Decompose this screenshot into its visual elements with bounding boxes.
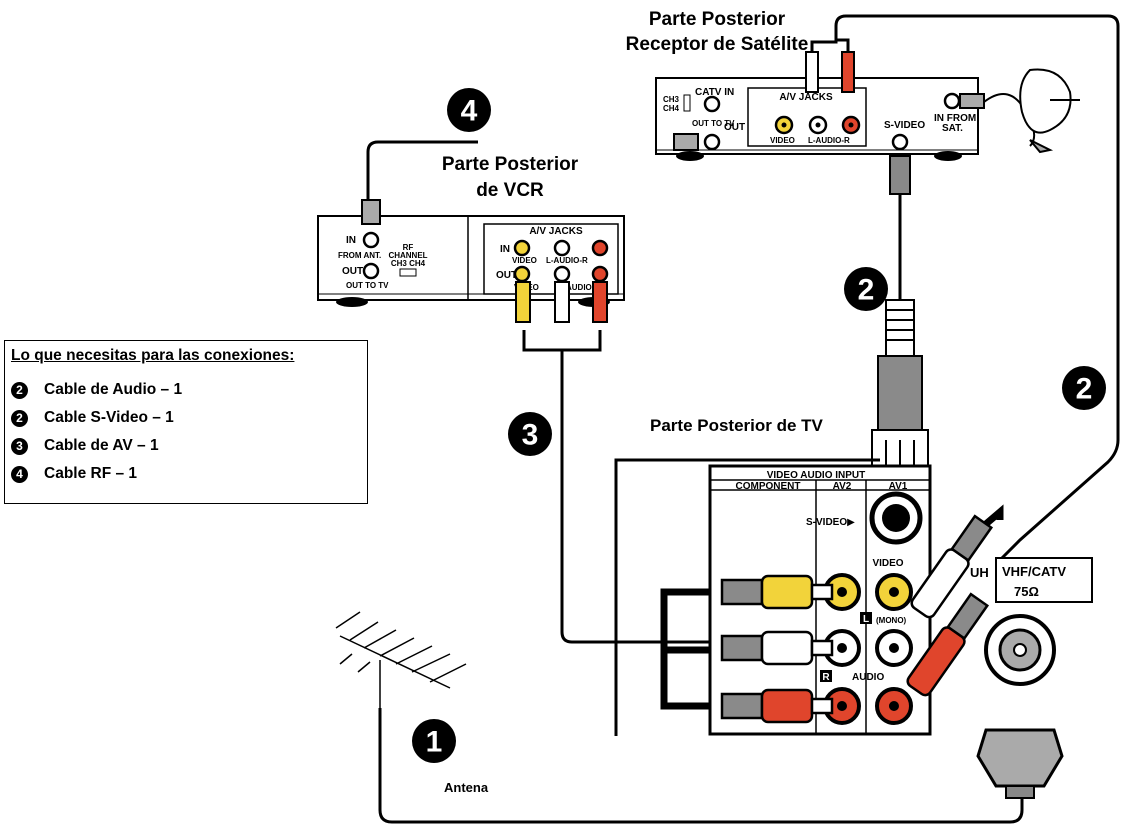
audio-cable-line — [810, 14, 1120, 562]
tv-mono-label: (MONO) — [876, 616, 907, 625]
sat-channel-switch[interactable] — [683, 94, 691, 112]
vcr-device: IN FROM ANT. OUT OUT TO TV RF CHANNEL CH… — [317, 199, 625, 323]
satellite-receiver: CH3 CH4 CATV IN OUT TO TV A/V JACKS OUT … — [655, 51, 985, 195]
vcr-ch3-ch4-label: CH3 CH4 — [391, 259, 426, 268]
sat-ch3-label: CH3 — [663, 95, 680, 104]
rf-cable-vcr-satellite — [366, 140, 478, 210]
legend-item-number: 2 — [11, 409, 28, 427]
svg-text:4: 4 — [461, 95, 478, 128]
tv-uh-label: UH — [970, 565, 989, 580]
legend-item-label: Cable de AV – 1 — [44, 437, 159, 454]
antenna-icon — [335, 611, 467, 720]
satellite-dish-icon — [983, 68, 1080, 154]
vcr-out-to-tv-jack[interactable] — [362, 262, 380, 280]
svg-text:2: 2 — [858, 274, 875, 307]
vcr-in-label: IN — [346, 235, 356, 246]
tv-ohm-label: 75Ω — [1014, 584, 1039, 599]
legend-item-number: 2 — [11, 381, 28, 399]
sat-sat-label: SAT. — [942, 123, 963, 134]
legend-item-label: Cable S-Video – 1 — [44, 409, 174, 426]
legend-item: 3 Cable de AV – 1 — [11, 437, 159, 455]
antenna-rf-cable — [378, 708, 1024, 824]
tv-audio-label: AUDIO — [852, 672, 884, 683]
sat-out-to-tv-label: OUT TO TV — [692, 119, 735, 128]
tv-title: Parte Posterior de TV — [650, 416, 824, 435]
legend-item-label: Cable de Audio – 1 — [44, 381, 183, 398]
vcr-out-label: OUT — [342, 266, 363, 277]
tv-s-video-label: S-VIDEO▶ — [806, 517, 855, 528]
sat-s-video-label: S-VIDEO — [884, 120, 925, 131]
badge-3: 3 — [508, 412, 552, 456]
legend-title: Lo que necesitas para las conexiones: — [11, 347, 295, 364]
svg-text:1: 1 — [426, 726, 443, 759]
sat-video-label: VIDEO — [770, 136, 795, 145]
av-cable-line — [522, 330, 760, 644]
sat-title-line2: Receptor de Satélite — [626, 34, 809, 55]
tv-av1-label: AV1 — [889, 481, 908, 492]
tv-video-audio-input-label: VIDEO AUDIO INPUT — [767, 470, 866, 481]
vcr-from-ant-label: FROM ANT. — [338, 251, 381, 260]
sat-in-from-label: IN FROM — [934, 113, 976, 124]
legend-item: 4 Cable RF – 1 — [11, 465, 137, 483]
legend-item: 2 Cable S-Video – 1 — [11, 409, 174, 427]
legend-item-number: 3 — [11, 437, 28, 455]
vcr-video-label: VIDEO — [512, 256, 537, 265]
vcr-l-audio-r-label: L-AUDIO-R — [546, 256, 588, 265]
vcr-rf-label: RF — [403, 243, 414, 252]
svg-text:2: 2 — [1076, 373, 1093, 406]
vcr-audio-r-out-jack[interactable] — [591, 265, 609, 283]
sat-catv-in-jack[interactable] — [703, 95, 721, 113]
badge-4: 4 — [447, 88, 491, 132]
vcr-audio-l-in-jack[interactable] — [553, 239, 571, 257]
sat-catv-in-label: CATV IN — [695, 87, 734, 98]
vcr-title-line1: Parte Posterior — [442, 154, 579, 175]
cables — [366, 14, 1120, 824]
legend-item-number: 4 — [11, 465, 28, 483]
sat-s-video-jack[interactable] — [891, 133, 909, 151]
tv-av2-label: AV2 — [833, 481, 852, 492]
tv-video-label: VIDEO — [872, 558, 903, 569]
vcr-video-in-jack[interactable] — [513, 239, 531, 257]
vcr-in2-label: IN — [500, 244, 510, 255]
legend-item-label: Cable RF – 1 — [44, 465, 138, 482]
vcr-audio-r-in-jack[interactable] — [591, 239, 609, 257]
badge-1: 1 — [412, 719, 456, 763]
vcr-channel-switch[interactable] — [399, 268, 417, 277]
legend-box: Lo que necesitas para las conexiones: 2 … — [4, 340, 368, 504]
sat-in-from-sat-jack[interactable] — [943, 92, 961, 110]
av-plugs-tv-left — [720, 574, 834, 724]
tv-back-panel: VIDEO AUDIO INPUT COMPONENT AV2 AV1 S-VI… — [614, 458, 1093, 799]
vcr-video-out-jack[interactable] — [513, 265, 531, 283]
antenna-label: Antena — [444, 780, 489, 795]
tv-component-label: COMPONENT — [736, 481, 801, 492]
vcr-channel-label: CHANNEL — [388, 251, 427, 260]
sat-title-line1: Parte Posterior — [649, 9, 786, 30]
vcr-title-line2: de VCR — [476, 180, 544, 201]
vcr-out-to-tv-label: OUT TO TV — [346, 281, 389, 290]
sat-ch4-label: CH4 — [663, 104, 680, 113]
badge-2-audio: 2 — [1062, 366, 1106, 410]
tv-r-label: R — [822, 672, 830, 683]
sat-out-to-tv-jack[interactable] — [703, 133, 721, 151]
legend-item: 2 Cable de Audio – 1 — [11, 381, 182, 399]
vcr-audio-label: AUDIO — [566, 283, 592, 292]
badge-2-svideo: 2 — [844, 267, 888, 311]
audio-plugs-tv-right — [906, 514, 994, 697]
s-video-plug-large — [871, 299, 929, 467]
tv-l-label: L — [863, 614, 869, 625]
vcr-out2-label: OUT — [496, 270, 517, 281]
sat-out-label: OUT — [724, 122, 745, 133]
sat-av-jacks-label: A/V JACKS — [779, 92, 833, 103]
vcr-av-jacks-label: A/V JACKS — [529, 226, 583, 237]
vcr-audio-l-out-jack[interactable] — [553, 265, 571, 283]
svg-text:3: 3 — [522, 419, 539, 452]
sat-l-audio-r-label: L-AUDIO-R — [808, 136, 850, 145]
vcr-in-ant-jack[interactable] — [362, 231, 380, 249]
tv-vhf-catv-label: VHF/CATV — [1002, 564, 1066, 579]
